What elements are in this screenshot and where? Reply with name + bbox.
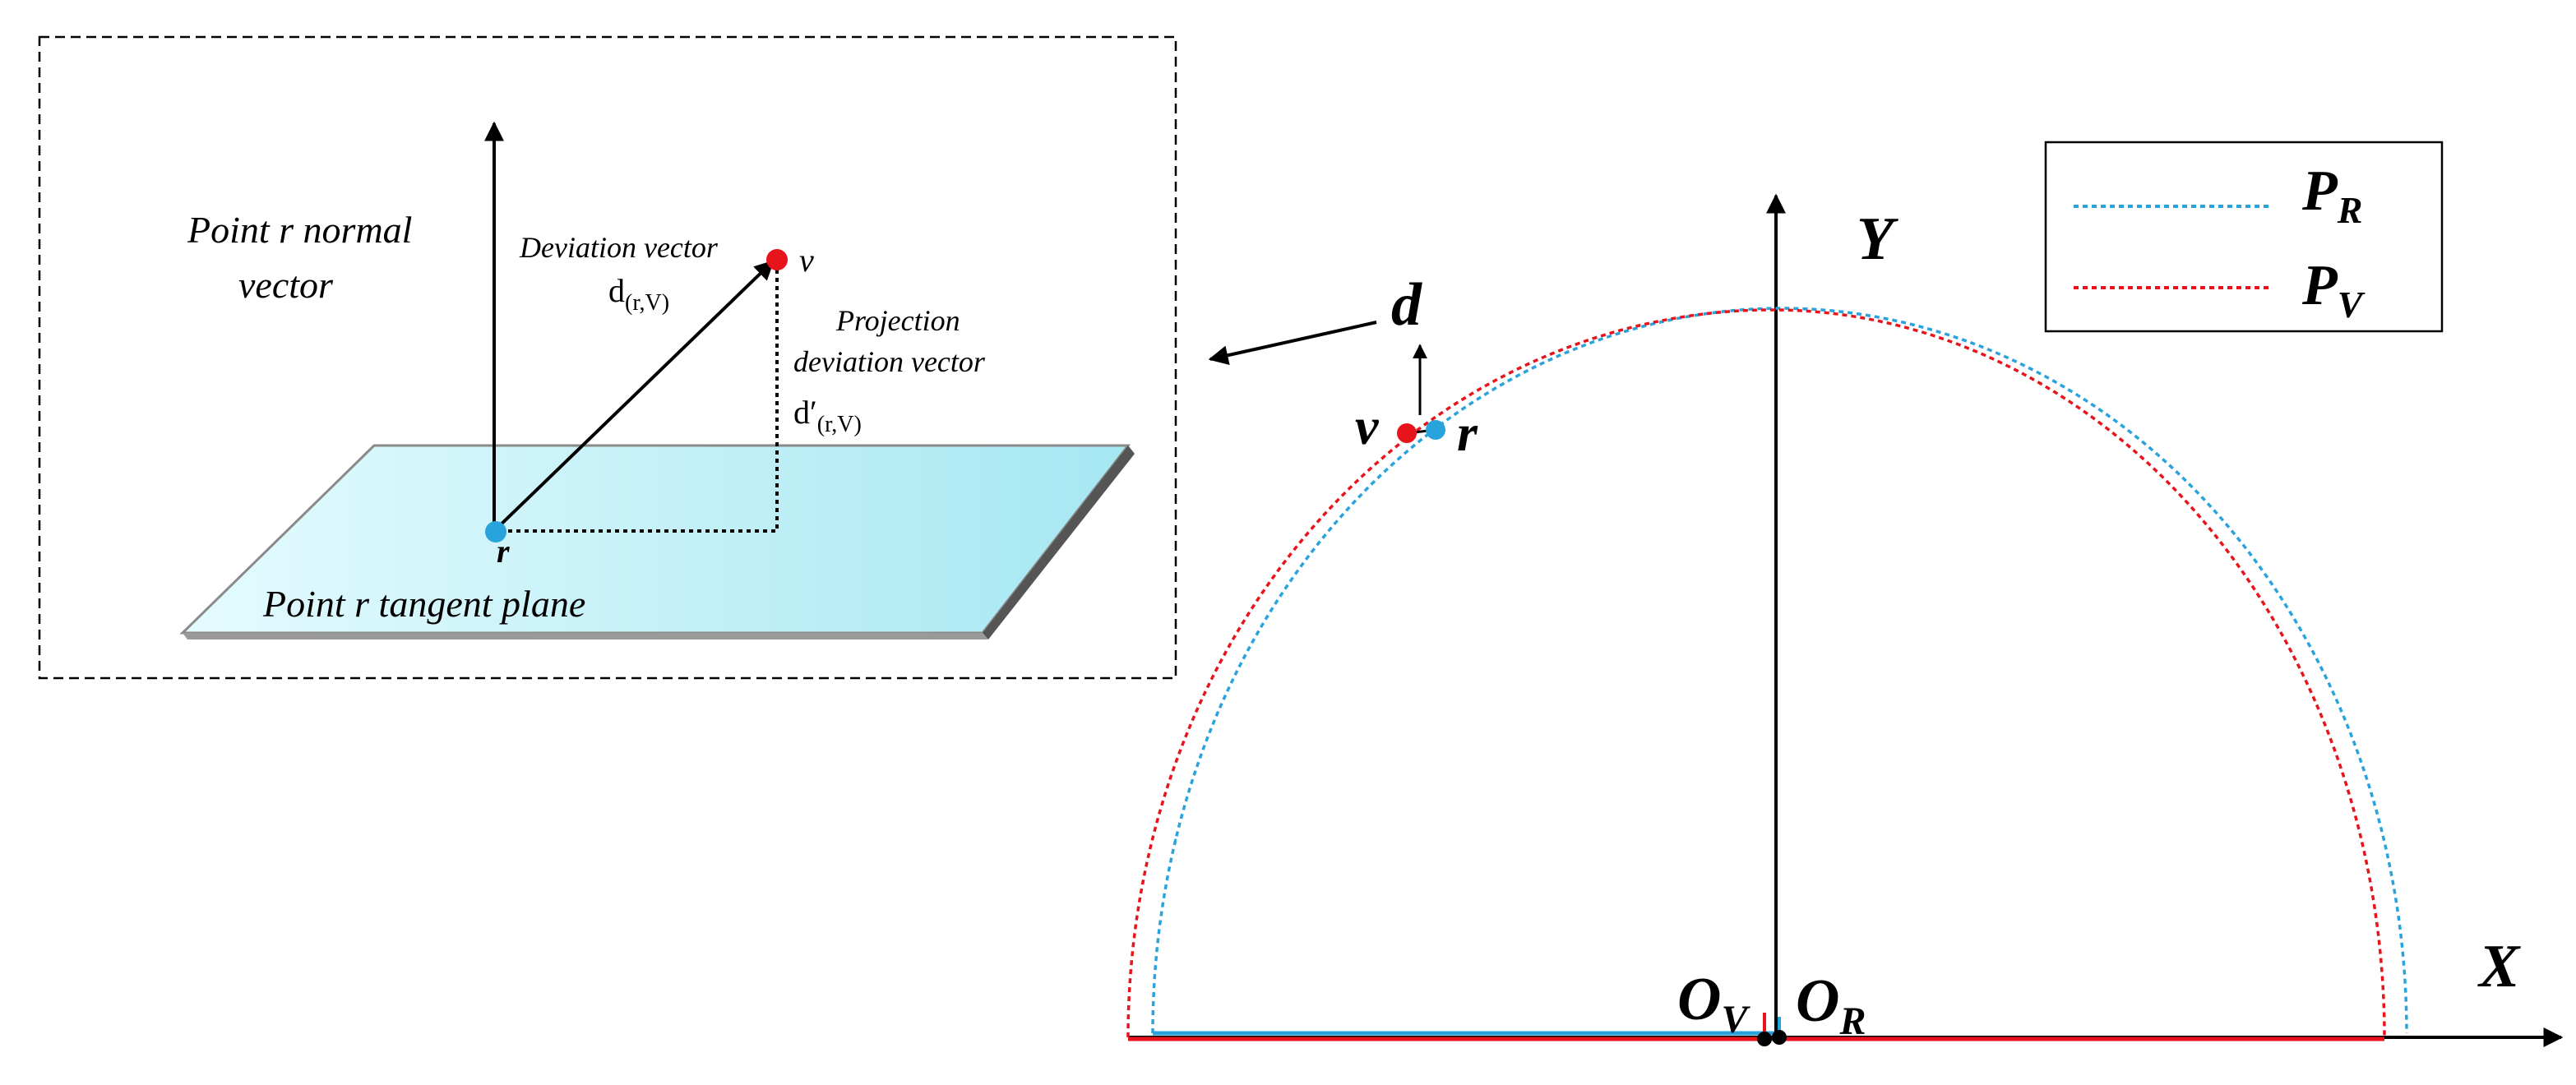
point-v-marker xyxy=(766,249,788,270)
tangent-plane-bottom-edge xyxy=(183,633,988,639)
y-axis-label: Y xyxy=(1857,205,1898,273)
main-point-r-marker xyxy=(1426,420,1445,440)
main-r-label: r xyxy=(1457,404,1478,462)
deviation-vector-symbol: d(r,V) xyxy=(608,272,669,316)
tangent-plane-edge-shadow xyxy=(983,446,1135,639)
x-axis-label: X xyxy=(2477,933,2521,1000)
point-r-label: r xyxy=(497,533,510,570)
legend-item-pr: PR xyxy=(2074,159,2362,231)
origin-r-label: OR xyxy=(1796,967,1866,1043)
pointer-arrow-to-inset xyxy=(1208,321,1377,366)
point-v-label: v xyxy=(799,242,814,279)
main-diagram: d v r Y X OV OR xyxy=(1126,193,2564,1047)
legend-label-pr: PR xyxy=(2301,159,2362,231)
point-r-marker xyxy=(485,521,506,542)
projection-vector-symbol: d′(r,V) xyxy=(793,394,862,437)
projection-label-line2: deviation vector xyxy=(793,345,986,378)
projection-dotted-line xyxy=(497,261,779,533)
legend-box xyxy=(2044,141,2444,333)
origin-v-dot xyxy=(1757,1032,1772,1046)
inset-border xyxy=(38,35,1177,680)
deviation-vector-arrow xyxy=(493,260,775,533)
legend: PR PV xyxy=(2044,141,2444,333)
main-point-v-marker xyxy=(1397,423,1417,443)
normal-vector-label-line1: Point r normal xyxy=(187,209,412,251)
projection-label-line1: Projection xyxy=(835,304,960,337)
profile-pr-curve xyxy=(1151,307,2408,1034)
d-label: d xyxy=(1391,271,1422,339)
deviation-vector-label: Deviation vector xyxy=(519,231,719,264)
legend-label-pv: PV xyxy=(2301,254,2366,326)
normal-vector-label-line2: vector xyxy=(238,264,334,306)
legend-item-pv: PV xyxy=(2074,254,2366,326)
origin-r-dot xyxy=(1772,1030,1787,1045)
main-v-label: v xyxy=(1355,397,1379,455)
tangent-plane-label: Point r tangent plane xyxy=(262,583,585,625)
profile-pv-curve xyxy=(1126,308,2386,1038)
inset-panel: Point r normal vector Deviation vector d… xyxy=(38,35,1177,680)
origin-v-label: OV xyxy=(1677,966,1750,1041)
